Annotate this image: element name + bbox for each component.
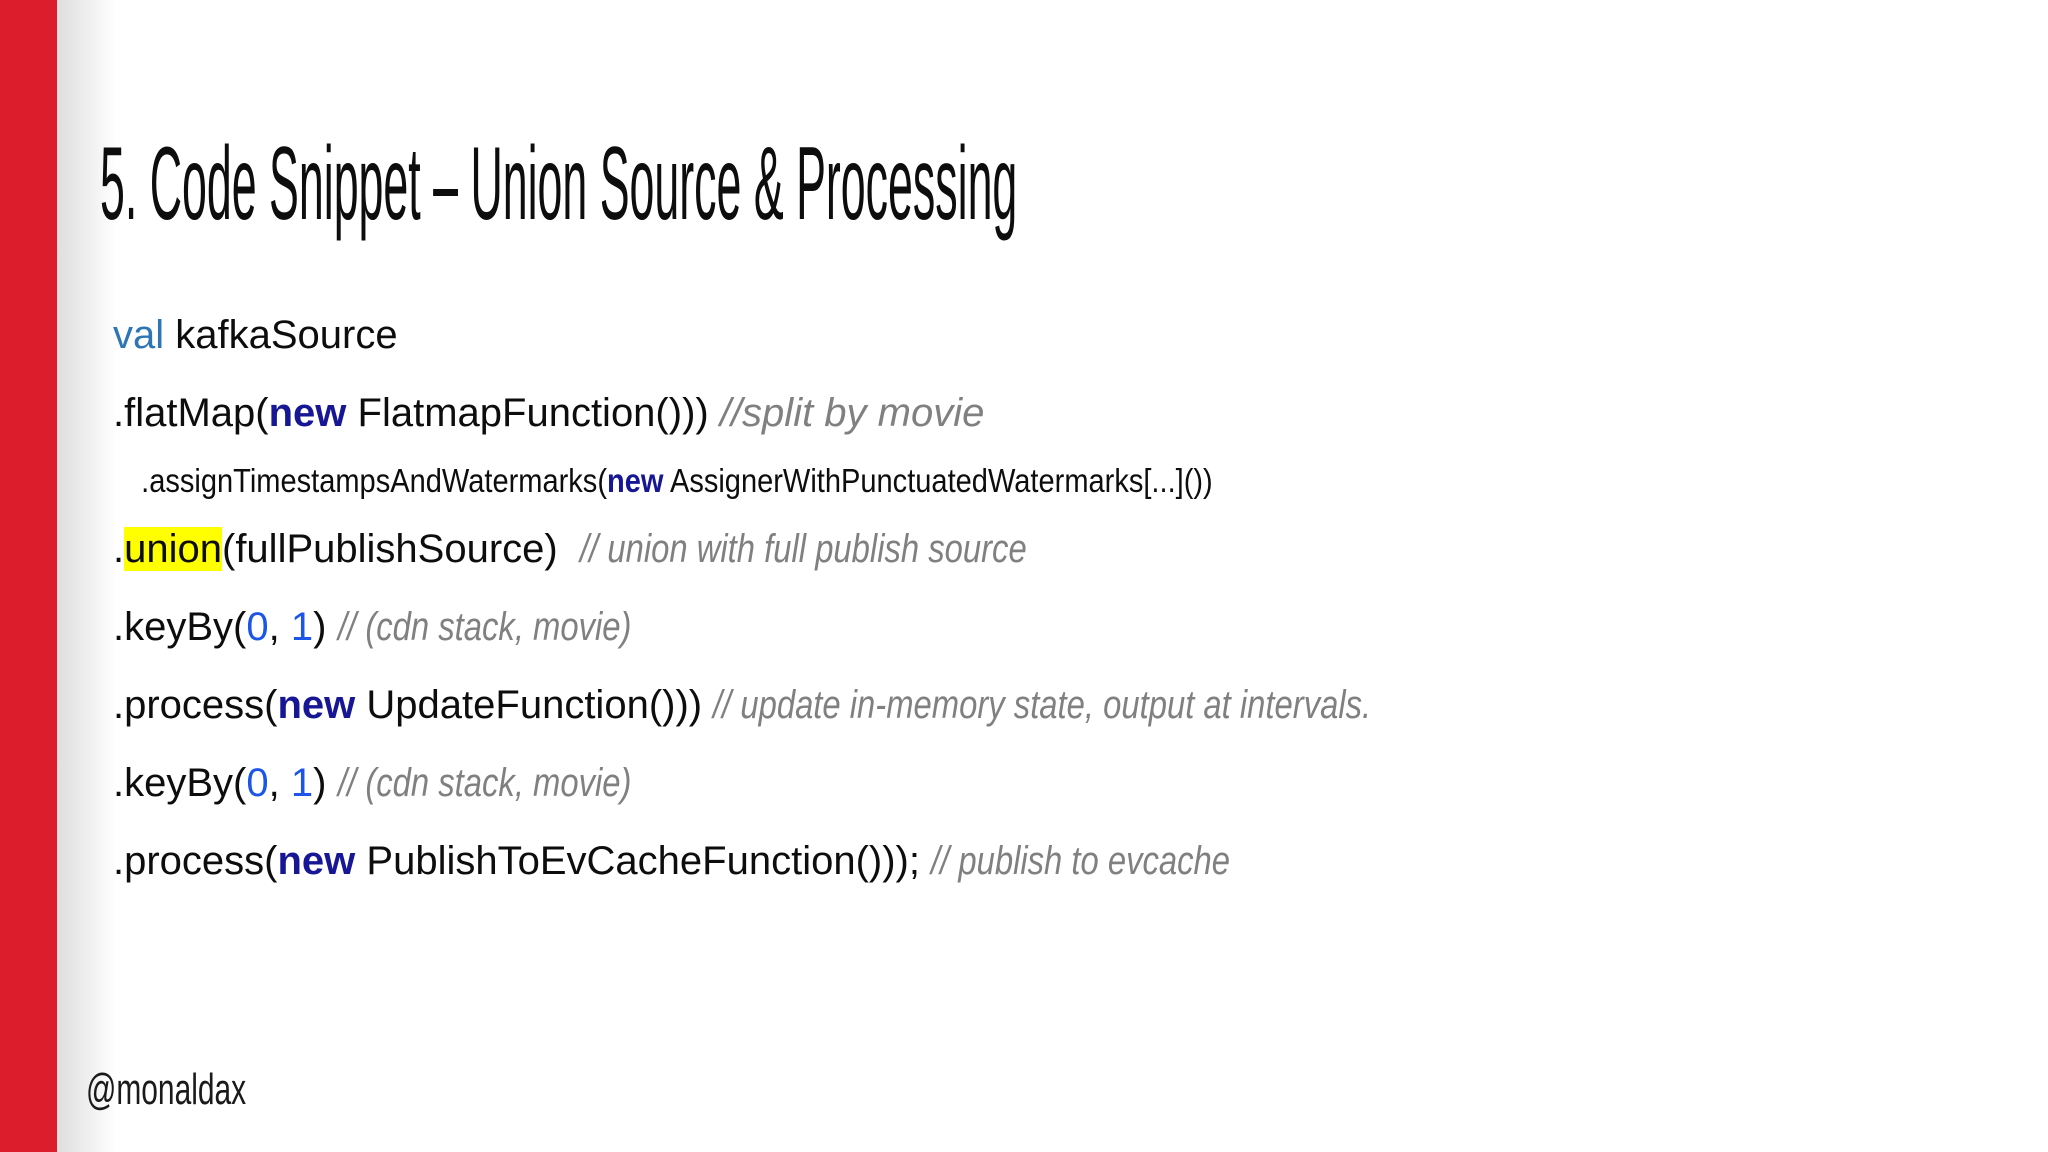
code-token-plain: AssignerWithPunctuatedWatermarks[...]()) — [663, 462, 1213, 499]
code-line: .process(new UpdateFunction())) // updat… — [113, 666, 1516, 744]
code-token-plain: .process( — [113, 683, 278, 727]
code-token-plain: . — [113, 527, 125, 571]
code-token-comment: // (cdn stack, movie) — [337, 761, 631, 805]
code-token-plain: .assignTimestampsAndWatermarks( — [141, 462, 607, 499]
code-token-comment: // union with full publish source — [579, 527, 1027, 571]
code-token-plain: .keyBy( — [113, 605, 247, 649]
code-token-plain: , — [268, 761, 291, 805]
code-block: val kafkaSource.flatMap(new FlatmapFunct… — [113, 296, 1516, 900]
code-token-comment: // update in-memory state, output at int… — [713, 683, 1372, 727]
code-token-new: new — [277, 839, 356, 883]
code-token-comment-wide: //split by movie — [719, 391, 985, 435]
code-token-num: 0 — [246, 605, 269, 649]
code-token-plain: PublishToEvCacheFunction())); — [355, 839, 932, 883]
code-token-val: val — [113, 313, 165, 357]
code-line: .keyBy(0, 1) // (cdn stack, movie) — [113, 588, 1516, 666]
code-token-plain: , — [268, 605, 291, 649]
code-token-plain: .keyBy( — [113, 761, 247, 805]
code-token-plain: kafkaSource — [164, 313, 398, 357]
code-token-num: 0 — [246, 761, 269, 805]
code-line: .keyBy(0, 1) // (cdn stack, movie) — [113, 744, 1516, 822]
code-token-plain: ) — [313, 761, 338, 805]
code-line: .assignTimestampsAndWatermarks(new Assig… — [113, 452, 1348, 510]
code-token-highlight: union — [124, 527, 222, 571]
code-token-plain: ) — [313, 605, 338, 649]
code-token-plain: FlatmapFunction())) — [346, 391, 720, 435]
code-token-plain: .flatMap( — [113, 391, 269, 435]
code-line: .union(fullPublishSource) // union with … — [113, 510, 1516, 588]
page-title: 5. Code Snippet – Union Source & Process… — [100, 132, 2048, 236]
twitter-handle-text: @monaldax — [86, 1065, 247, 1114]
code-token-plain: .process( — [113, 839, 278, 883]
code-token-comment: // publish to evcache — [931, 839, 1231, 883]
code-token-num: 1 — [290, 605, 314, 649]
code-token-plain: (fullPublishSource) — [222, 527, 580, 571]
code-token-plain: UpdateFunction())) — [355, 683, 714, 727]
left-accent-bar — [0, 0, 57, 1152]
code-token-comment: // (cdn stack, movie) — [337, 605, 631, 649]
code-token-new: new — [277, 683, 356, 727]
code-token-new: new — [268, 391, 347, 435]
page-title-text: 5. Code Snippet – Union Source & Process… — [100, 125, 1018, 242]
twitter-handle: @monaldax — [86, 1068, 321, 1112]
code-line: val kafkaSource — [113, 296, 1516, 374]
code-token-new: new — [606, 462, 664, 499]
code-token-num: 1 — [290, 761, 314, 805]
accent-bar-shadow — [57, 0, 117, 1152]
code-line: .process(new PublishToEvCacheFunction())… — [113, 822, 1516, 900]
code-line: .flatMap(new FlatmapFunction())) //split… — [113, 374, 1516, 452]
